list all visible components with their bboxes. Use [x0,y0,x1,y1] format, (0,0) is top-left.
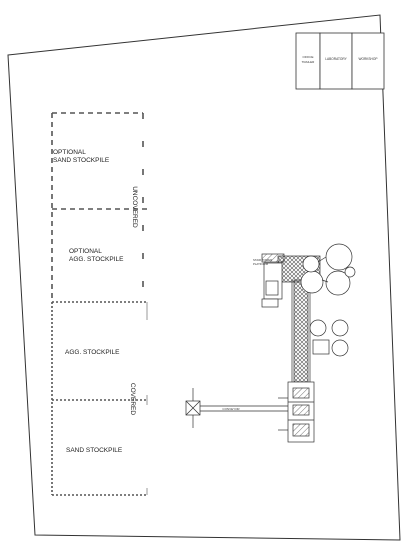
covered-label: COVERED [129,383,136,415]
agg-stockpile-label: AGG. STOCKPILE [65,349,120,356]
property-boundary [7,14,401,541]
conveyor-label: CONVEYOR [222,407,240,411]
laboratory-label: LABORATORY [325,57,347,61]
workshop-label: WORKSHOP [359,57,378,61]
uncovered-bays [51,112,147,300]
uncovered-label: UNCOVERED [131,186,138,228]
office-label-2: TRAILER [302,60,316,64]
optional-sand-label-2: SAND STOCKPILE [53,157,110,164]
optional-agg-label-2: AGG. STOCKPILE [69,256,124,263]
stair-tower-label-2: PLATFORM [253,262,269,266]
optional-agg-label-1: OPTIONAL [69,248,102,255]
stair-tower-label-1: STAIR TOWER [253,258,272,262]
sand-stockpile-label: SAND STOCKPILE [66,447,123,454]
office-label-1: OFFICE [303,55,314,59]
covered-bays [51,301,147,496]
optional-sand-label-1: OPTIONAL [53,149,86,156]
plant-equipment [185,243,356,443]
buildings-block: OFFICE TRAILER LABORATORY WORKSHOP [295,32,385,90]
